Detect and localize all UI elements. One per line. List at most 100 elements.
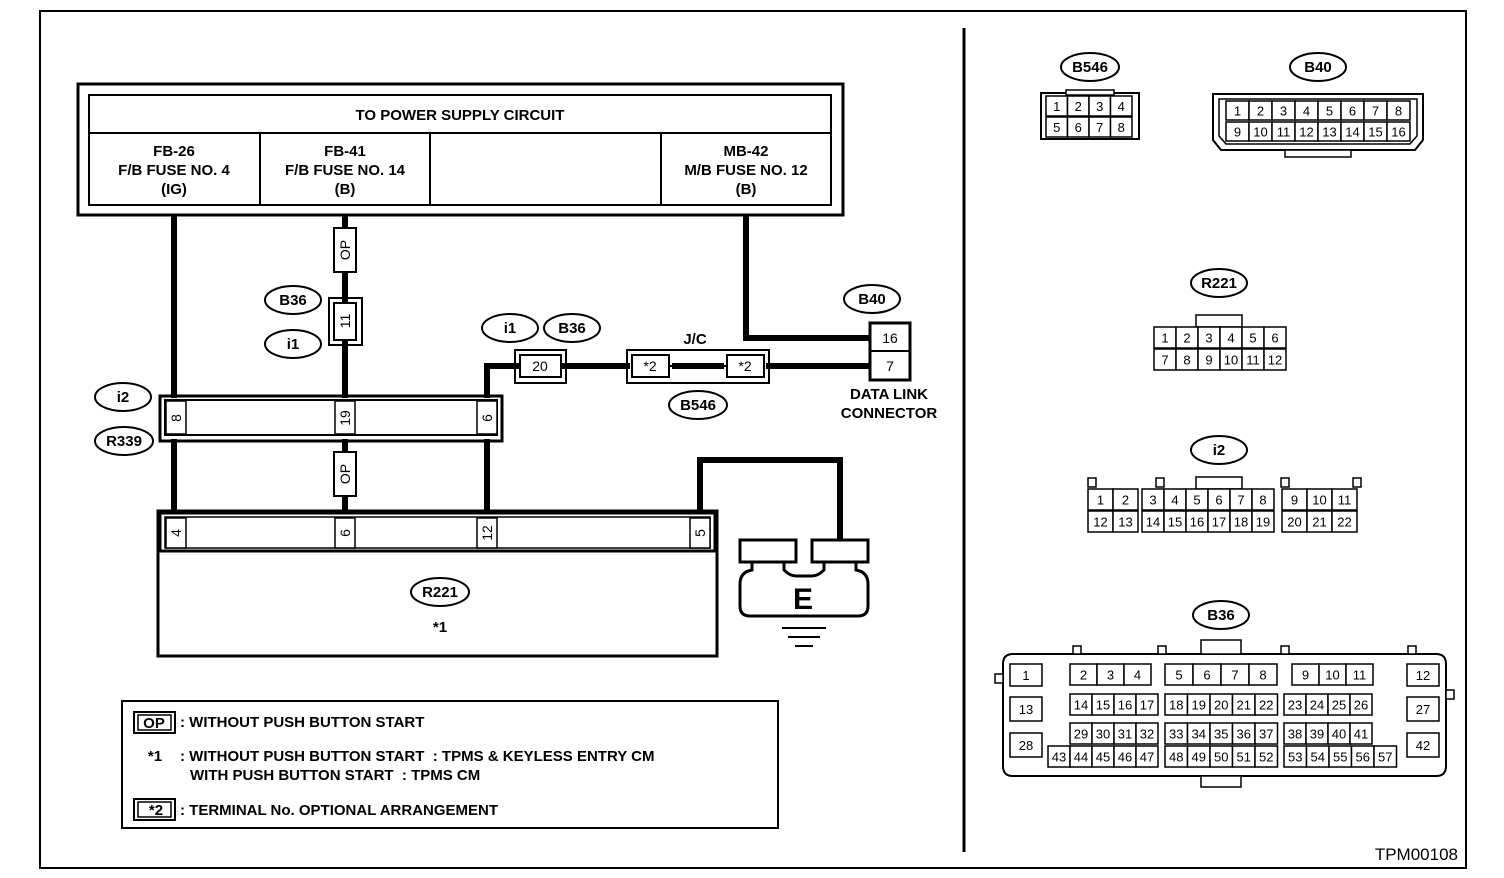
pin-number: 2 xyxy=(1080,668,1087,683)
pin-number: 6 xyxy=(1203,668,1210,683)
pin-number: 4 xyxy=(1134,668,1141,683)
pin-number: 17 xyxy=(1212,515,1226,530)
pin-cell xyxy=(1263,326,1287,349)
pin-number: 4 xyxy=(1227,331,1234,346)
pin-cell xyxy=(1135,722,1159,745)
op-label-upper: OP xyxy=(333,227,357,273)
svg-text:OP: OP xyxy=(337,464,353,484)
svg-text:16: 16 xyxy=(882,330,898,346)
pin-number: 8 xyxy=(1259,493,1266,508)
pin-number: 11 xyxy=(1338,493,1352,508)
pin-number: 9 xyxy=(1291,493,1298,508)
pin-cell xyxy=(1135,745,1159,768)
pin-cell xyxy=(1386,100,1411,121)
pin-cell xyxy=(1135,693,1159,716)
pin-number: 41 xyxy=(1354,727,1368,742)
pin-number: 57 xyxy=(1378,750,1392,765)
ground-symbol: E xyxy=(738,538,870,647)
pin-number: 18 xyxy=(1234,515,1248,530)
pin-number: 4 xyxy=(1171,493,1178,508)
pin-number: 2 xyxy=(1183,331,1190,346)
pin-number: 15 xyxy=(1168,515,1182,530)
pin-cell xyxy=(1254,693,1279,716)
pin-number: 13 xyxy=(1019,702,1033,717)
pin-cell xyxy=(1349,693,1373,716)
pin-number: 6 xyxy=(1075,120,1082,135)
figure-id: TPM00108 xyxy=(1375,845,1458,864)
pin-number: 20 xyxy=(1287,515,1301,530)
svg-text:R221: R221 xyxy=(1201,275,1237,292)
fuse-mb42-label: M/B FUSE NO. 12 xyxy=(684,162,807,179)
connector-b36-pin11: 11 xyxy=(328,297,363,346)
pin-number: 10 xyxy=(1312,493,1326,508)
pin-cell xyxy=(1009,732,1043,758)
legend-star2-key: *2 xyxy=(149,802,163,819)
r221-pin: 6 xyxy=(337,529,353,537)
pin-number: 31 xyxy=(1118,727,1132,742)
op-label-lower: OP xyxy=(333,451,357,497)
pin-number: 8 xyxy=(1183,353,1190,368)
pin-number: 39 xyxy=(1310,727,1324,742)
pin-cell xyxy=(1109,116,1133,138)
pin-cell xyxy=(1109,95,1133,117)
pin-number: 26 xyxy=(1354,698,1368,713)
svg-text:11: 11 xyxy=(337,314,353,329)
pin-cell xyxy=(1386,121,1411,142)
pin-cell xyxy=(1331,488,1358,511)
pin-number: 5 xyxy=(1193,493,1200,508)
legend-op-key: OP xyxy=(143,715,165,732)
pin-number: 46 xyxy=(1118,750,1132,765)
svg-text:7: 7 xyxy=(886,358,894,374)
fuse-fb41-type: (B) xyxy=(335,181,356,198)
pin-number: 22 xyxy=(1259,698,1273,713)
connector-b40-data-link: 16 7 xyxy=(868,321,912,382)
pin-number: 1 xyxy=(1022,668,1029,683)
pin-number: 45 xyxy=(1096,750,1110,765)
pin-number: 25 xyxy=(1332,698,1346,713)
pin-cell xyxy=(1406,696,1440,722)
pin-number: 8 xyxy=(1395,104,1402,119)
pin-number: 1 xyxy=(1053,99,1060,114)
pin-number: 9 xyxy=(1234,125,1241,140)
connector-label-r339: R339 xyxy=(94,426,154,456)
svg-text:B36: B36 xyxy=(558,320,586,337)
pin-number: 19 xyxy=(1256,515,1270,530)
joint-connector: J/C *2 *2 xyxy=(626,331,770,384)
pin-number: 10 xyxy=(1224,353,1238,368)
pin-number: 40 xyxy=(1332,727,1346,742)
pin-number: 56 xyxy=(1356,750,1370,765)
pin-cell xyxy=(1123,663,1152,686)
jc-label: J/C xyxy=(683,331,707,348)
pin-number: 15 xyxy=(1096,698,1110,713)
fuse-fb26-name: FB-26 xyxy=(153,143,195,160)
pin-number: 14 xyxy=(1074,698,1088,713)
pin-number: 34 xyxy=(1192,727,1206,742)
pin-number: 6 xyxy=(1271,331,1278,346)
pin-number: 3 xyxy=(1149,493,1156,508)
svg-text:OP: OP xyxy=(337,240,353,260)
connector-label-b36: B36 xyxy=(264,285,322,315)
pin-number: 3 xyxy=(1205,331,1212,346)
pin-cell xyxy=(1112,488,1139,511)
pin-number: 53 xyxy=(1288,750,1302,765)
pin-number: 2 xyxy=(1257,104,1264,119)
pin-number: 7 xyxy=(1096,120,1103,135)
pin-number: 29 xyxy=(1074,727,1088,742)
pin-number: 10 xyxy=(1325,668,1339,683)
pin-number: 9 xyxy=(1205,353,1212,368)
pin-number: 2 xyxy=(1075,99,1082,114)
pin-number: 52 xyxy=(1259,750,1273,765)
pin-number: 3 xyxy=(1107,668,1114,683)
pin-number: 13 xyxy=(1118,515,1132,530)
pin-number: 20 xyxy=(1214,698,1228,713)
svg-text:B40: B40 xyxy=(1304,59,1332,76)
legend-star2-text: : TERMINAL No. OPTIONAL ARRANGEMENT xyxy=(180,802,498,819)
r221-pin: 4 xyxy=(168,529,184,537)
pin-number: 13 xyxy=(1322,125,1336,140)
pin-cell xyxy=(1263,348,1287,371)
pin-cell xyxy=(1254,745,1279,768)
pin-cell xyxy=(1406,732,1440,758)
